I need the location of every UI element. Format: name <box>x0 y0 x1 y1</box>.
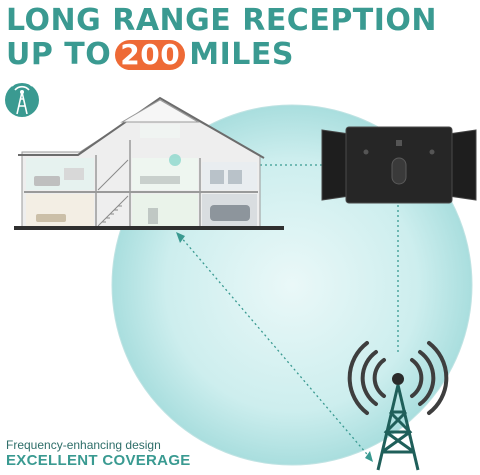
arrow-head-house <box>176 232 185 243</box>
house-illustration <box>14 96 284 230</box>
dotted-line-house-to-antenna <box>177 164 325 188</box>
headline-line-1: LONG RANGE RECEPTION <box>6 3 438 38</box>
broadcast-tower-icon <box>347 341 449 471</box>
antenna-badge-icon <box>5 80 39 117</box>
headline-suffix: MILES <box>189 37 294 72</box>
signal-paths <box>177 164 399 461</box>
coverage-title: EXCELLENT COVERAGE <box>6 452 191 469</box>
headline-prefix: UP TO <box>6 37 112 72</box>
dotted-line-house-to-tower <box>179 235 373 461</box>
range-number-badge: 200 <box>115 40 186 70</box>
coverage-subtitle: Frequency-enhancing design <box>6 438 161 452</box>
arrow-head-tower <box>365 451 373 462</box>
flat-tv-antenna <box>321 126 477 204</box>
